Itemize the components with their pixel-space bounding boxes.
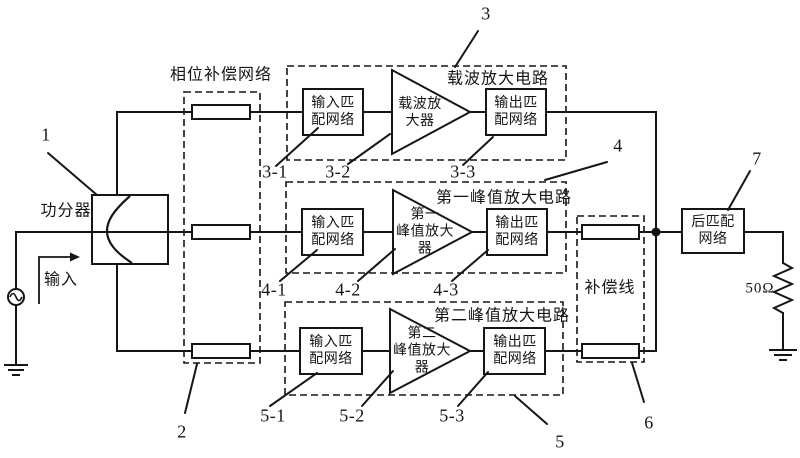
load-resistor-icon (774, 263, 792, 313)
ground-icon-load (769, 350, 797, 360)
amplifier-triangles (390, 70, 472, 393)
compensation-line-elements (582, 225, 639, 358)
power-divider-symbol (92, 195, 168, 264)
phase-line-elements (192, 105, 250, 358)
ac-source-icon (8, 289, 24, 305)
input-arrow-icon (39, 253, 80, 305)
summing-junction-dot (652, 228, 661, 237)
ground-icon-source (4, 365, 28, 375)
